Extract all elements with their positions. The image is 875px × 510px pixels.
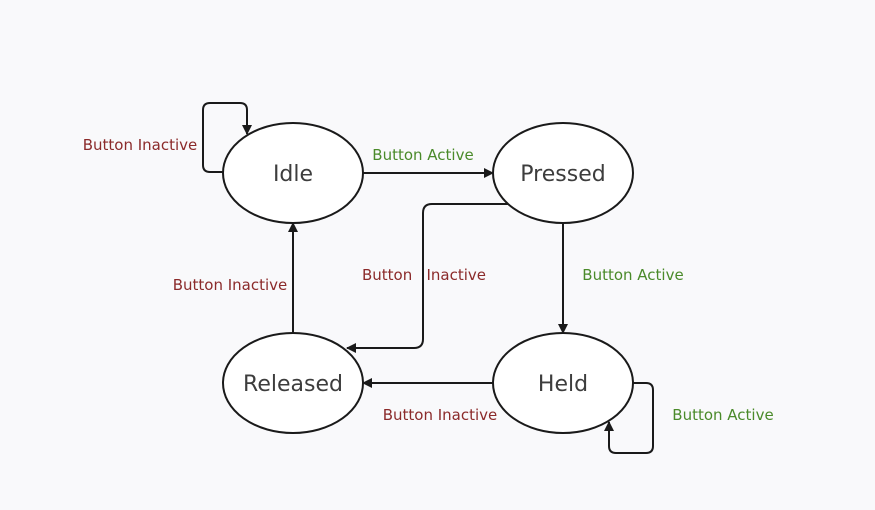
- label-held-to-released: Button Inactive: [383, 406, 498, 424]
- state-idle-shape: [222, 122, 364, 224]
- state-pressed: Pressed: [492, 122, 634, 224]
- edge-idle-self: [202, 102, 252, 173]
- state-pressed-label: Pressed: [520, 162, 605, 187]
- label-idle-self: Button Inactive: [83, 136, 198, 154]
- edge-held-self: [604, 382, 654, 454]
- state-released: Released: [222, 332, 364, 434]
- label-released-to-idle: Button Inactive: [173, 276, 288, 294]
- label-pressed-to-held: Button Active: [582, 266, 683, 284]
- state-idle-label: Idle: [273, 162, 313, 187]
- label-idle-to-pressed: Button Active: [372, 146, 473, 164]
- label-held-self: Button Active: [672, 406, 773, 424]
- state-released-label: Released: [243, 372, 343, 397]
- state-held-shape: [492, 332, 634, 434]
- state-released-shape: [222, 332, 364, 434]
- state-pressed-shape: [492, 122, 634, 224]
- edge-pressed-to-released: [346, 203, 510, 353]
- label-pressed-to-released: Button Inactive: [362, 266, 486, 284]
- state-held: Held: [492, 332, 634, 434]
- state-held-label: Held: [538, 372, 588, 397]
- state-idle: Idle: [222, 122, 364, 224]
